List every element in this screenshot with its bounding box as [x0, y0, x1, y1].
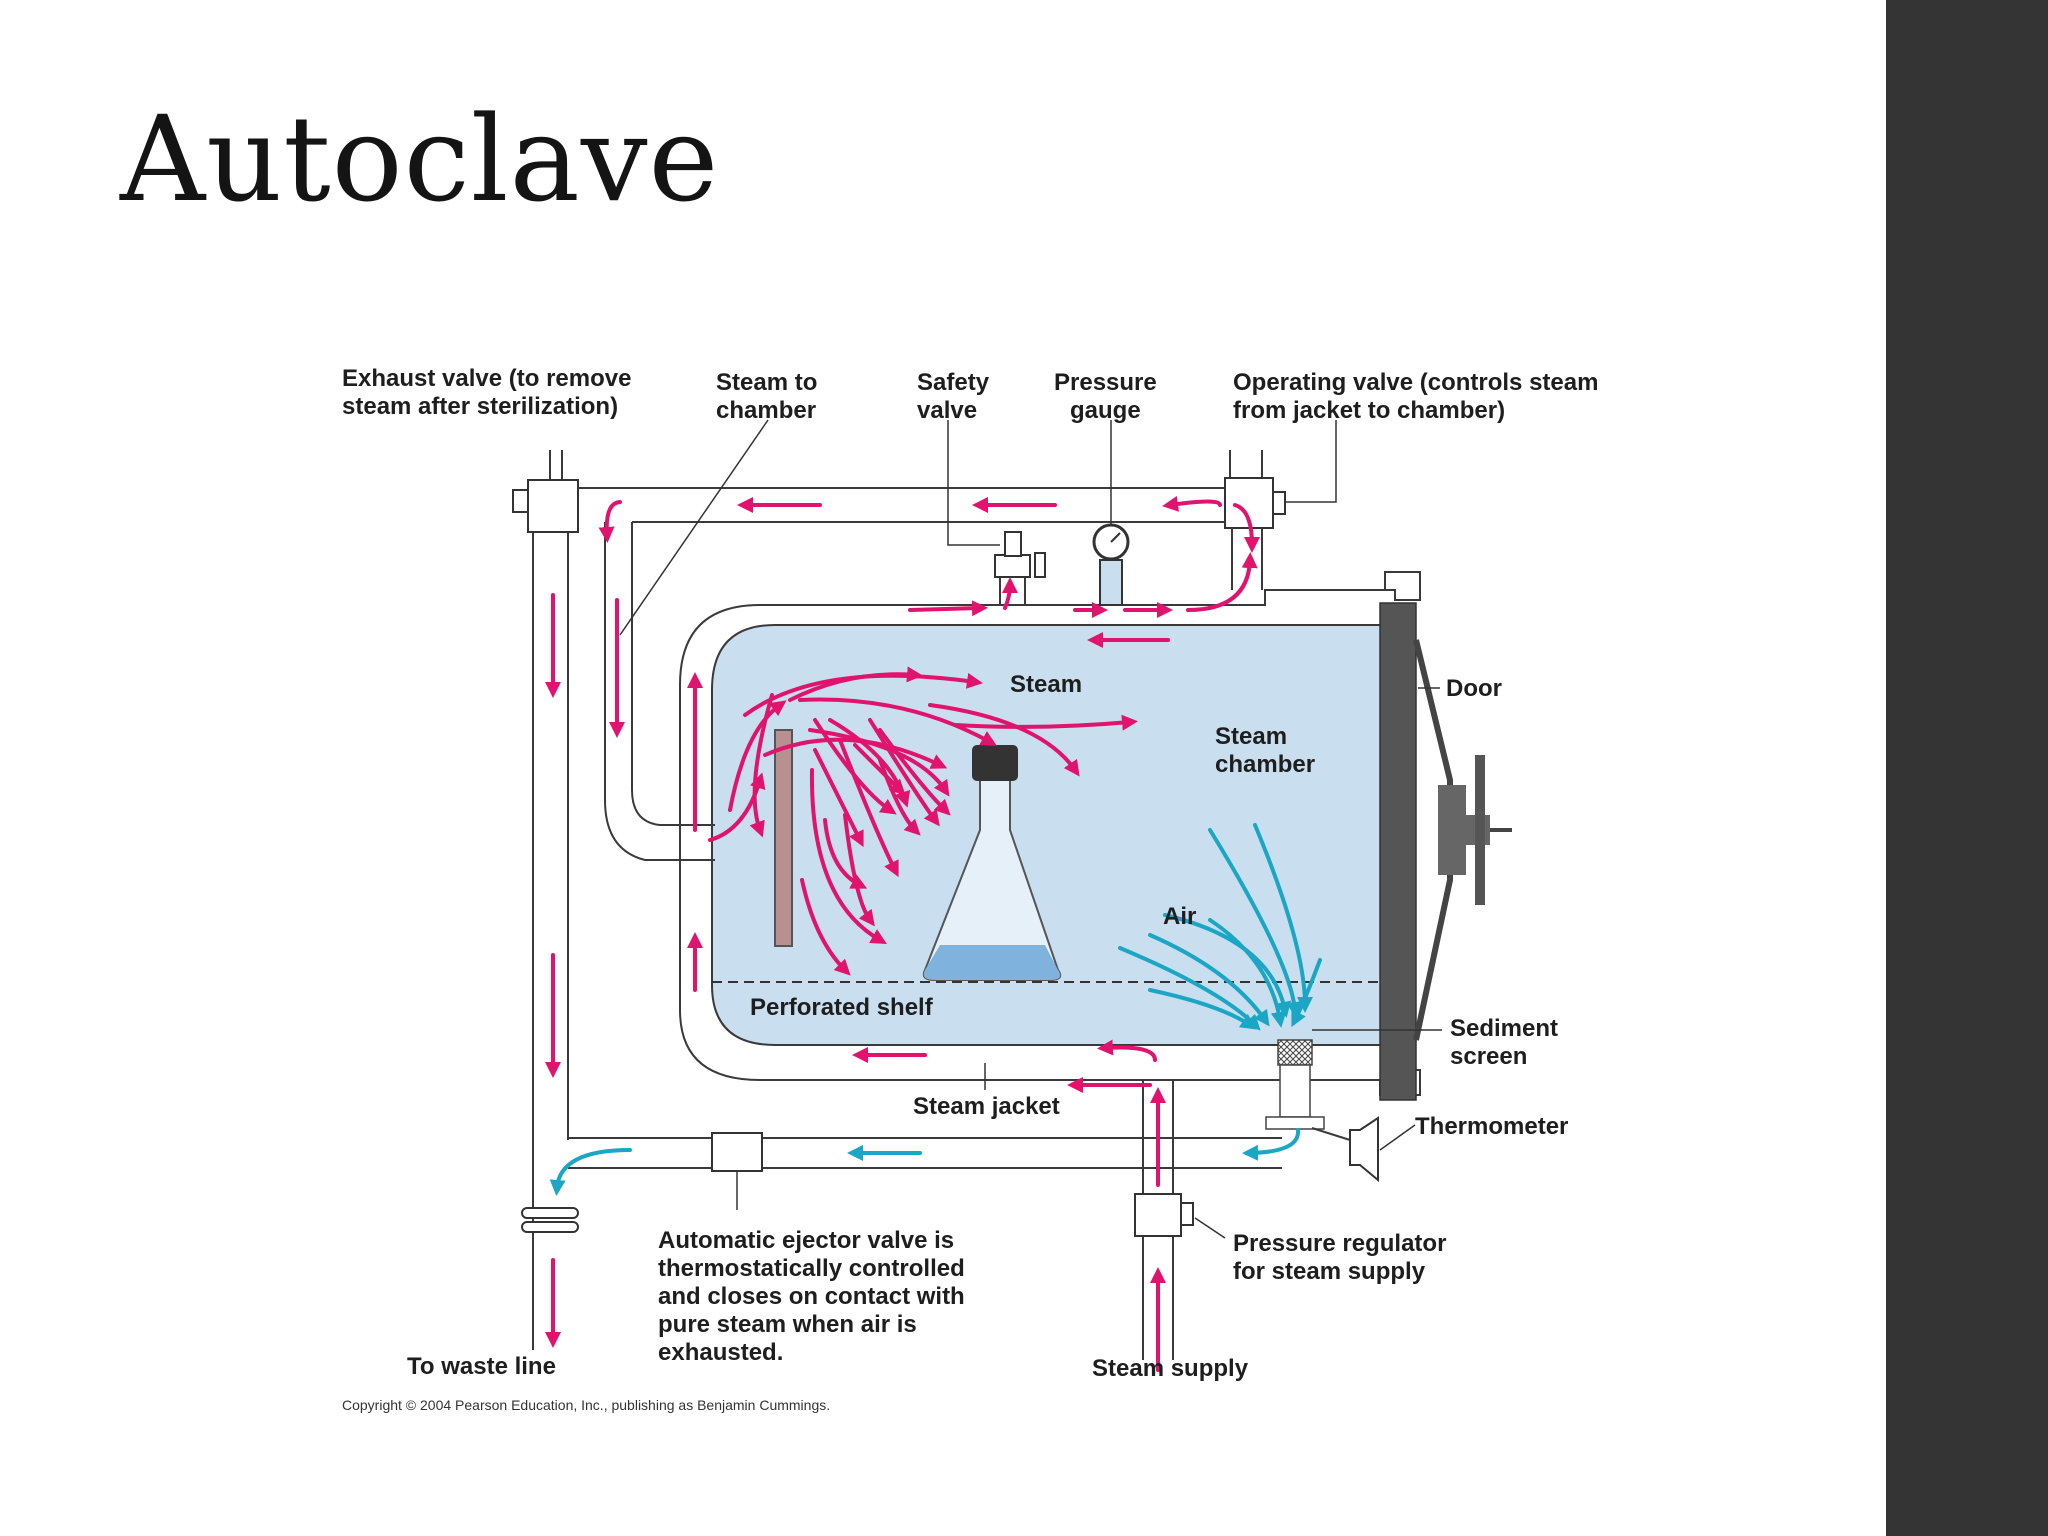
- label-safety-valve-2: valve: [917, 397, 977, 424]
- label-perforated-shelf: Perforated shelf: [750, 994, 934, 1021]
- steam-jacket: [679, 571, 1421, 1096]
- label-pressure-regulator-1: Pressure regulator: [1233, 1230, 1446, 1257]
- label-steam-to-chamber-2: chamber: [716, 397, 816, 424]
- label-safety-valve-1: Safety: [917, 369, 990, 396]
- label-steam-to-chamber-1: Steam to: [716, 369, 817, 396]
- right-sidebar: [1886, 0, 2048, 1536]
- label-steam-chamber-1: Steam: [1215, 723, 1287, 750]
- copyright-text: Copyright © 2004 Pearson Education, Inc.…: [342, 1397, 830, 1413]
- leader-lines: [619, 419, 1442, 1239]
- label-ejector-4: pure steam when air is: [658, 1311, 917, 1338]
- label-operating-valve-2: from jacket to chamber): [1233, 397, 1505, 424]
- label-ejector-1: Automatic ejector valve is: [658, 1227, 954, 1254]
- label-to-waste-line: To waste line: [407, 1353, 556, 1380]
- label-exhaust-valve-1: Exhaust valve (to remove: [342, 365, 631, 392]
- label-steam: Steam: [1010, 671, 1082, 698]
- thermometer: [1311, 1116, 1379, 1183]
- label-pressure-gauge-1: Pressure: [1054, 369, 1157, 396]
- label-steam-chamber-2: chamber: [1215, 751, 1315, 778]
- label-pressure-regulator-2: for steam supply: [1233, 1258, 1426, 1285]
- sediment-screen: [1265, 1039, 1325, 1130]
- label-steam-jacket: Steam jacket: [913, 1093, 1060, 1120]
- slide-title: Autoclave: [120, 90, 720, 228]
- door: [1379, 602, 1512, 1101]
- label-sediment-screen-2: screen: [1450, 1043, 1527, 1070]
- label-steam-supply: Steam supply: [1092, 1355, 1249, 1382]
- label-pressure-gauge-2: gauge: [1070, 397, 1141, 424]
- label-ejector-3: and closes on contact with: [658, 1283, 965, 1310]
- label-air: Air: [1163, 903, 1196, 930]
- label-exhaust-valve-2: steam after sterilization): [342, 393, 618, 420]
- air-flow-arrows: [549, 823, 1322, 1196]
- label-ejector-5: exhausted.: [658, 1339, 783, 1366]
- diagram-labels: Exhaust valve (to remove steam after ste…: [342, 365, 1598, 1413]
- label-thermometer: Thermometer: [1415, 1113, 1568, 1140]
- flask: [922, 745, 1062, 981]
- label-sediment-screen-1: Sediment: [1450, 1015, 1558, 1042]
- steam-flow-arrows: [545, 495, 1260, 1372]
- label-operating-valve-1: Operating valve (controls steam: [1233, 369, 1598, 396]
- label-ejector-2: thermostatically controlled: [658, 1255, 965, 1282]
- label-door: Door: [1446, 675, 1502, 702]
- rack: [774, 729, 793, 947]
